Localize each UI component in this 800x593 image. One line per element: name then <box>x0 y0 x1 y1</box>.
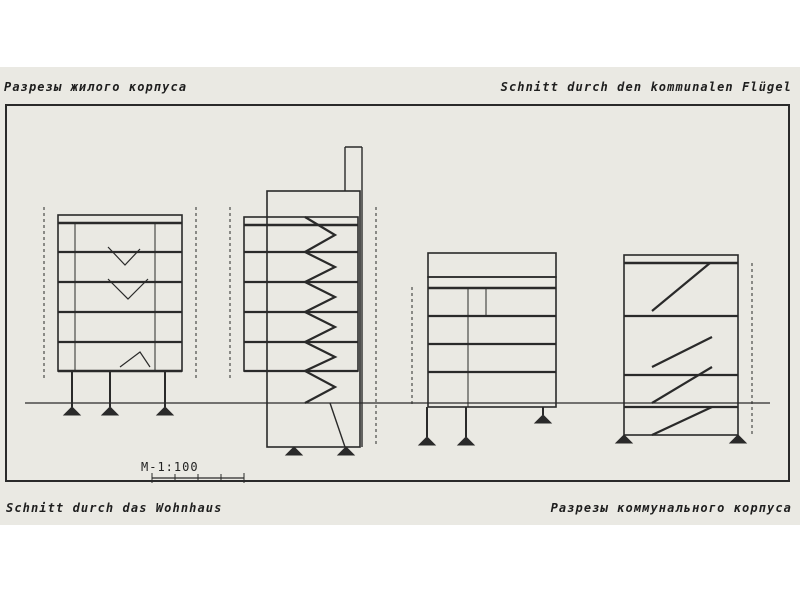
section-communal-2 <box>614 254 753 444</box>
drawing-sheet: Разрезы жилого корпуса Schnitt durch den… <box>0 67 800 525</box>
caption-top-left: Разрезы жилого корпуса <box>4 80 188 94</box>
caption-bottom-right: Разрезы коммунального корпуса <box>550 501 792 515</box>
scale-label: M-1:100 <box>141 460 199 474</box>
section-communal-1 <box>411 252 557 446</box>
section-drawings <box>25 146 770 483</box>
caption-top-right: Schnitt durch den kommunalen Flügel <box>500 80 792 94</box>
drawing-frame <box>5 104 790 482</box>
section-residential-1 <box>43 207 197 416</box>
caption-bottom-left: Schnitt durch das Wohnhaus <box>6 501 223 515</box>
section-residential-2 <box>229 146 377 456</box>
scale-bar <box>151 473 245 483</box>
